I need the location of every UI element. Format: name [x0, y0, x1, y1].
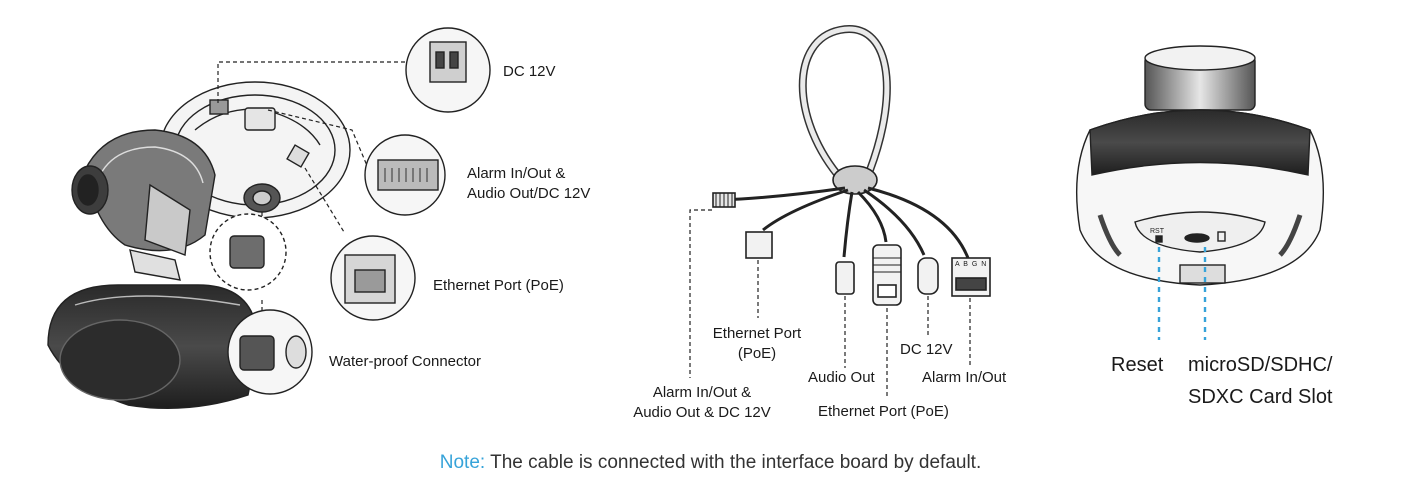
label-alarm-audio-line1: Alarm In/Out & [467, 165, 566, 182]
note-label: Note: [439, 452, 486, 473]
label-alarm-audio-dc-line2: Audio Out & DC 12V [633, 404, 771, 421]
note-text: The cable is connected with the interfac… [485, 452, 982, 473]
label-ethernet-top-line2: (PoE) [737, 345, 777, 362]
footnote: Note: The cable is connected with the in… [0, 452, 1421, 474]
label-alarm-inout: Alarm In/Out [922, 369, 1007, 386]
camera-bottom-view [1075, 45, 1325, 286]
label-alarm-audio-line2: Audio Out/DC 12V [467, 185, 591, 202]
label-alarm-audio-dc-line1: Alarm In/Out & [652, 384, 752, 401]
label-dc12v-middle: DC 12V [900, 341, 953, 358]
label-dc12v-left: DC 12V [503, 63, 556, 80]
label-reset: Reset [1111, 354, 1164, 376]
rst-mark: RST [1150, 228, 1165, 235]
label-ethernet-top-line1: Ethernet Port [712, 325, 802, 342]
label-audio-out: Audio Out [808, 369, 875, 386]
dome-camera-exploded-view [47, 27, 491, 410]
label-card-slot-line2: SDXC Card Slot [1188, 386, 1333, 408]
connector-letters: A B G N [955, 261, 988, 268]
label-ethernet-bottom: Ethernet Port (PoE) [818, 403, 949, 420]
label-waterproof-connector: Water-proof Connector [329, 353, 482, 370]
label-card-slot-line1: microSD/SDHC/ [1188, 354, 1333, 376]
label-ethernet-left: Ethernet Port (PoE) [433, 277, 564, 294]
cable-assembly [689, 25, 991, 398]
